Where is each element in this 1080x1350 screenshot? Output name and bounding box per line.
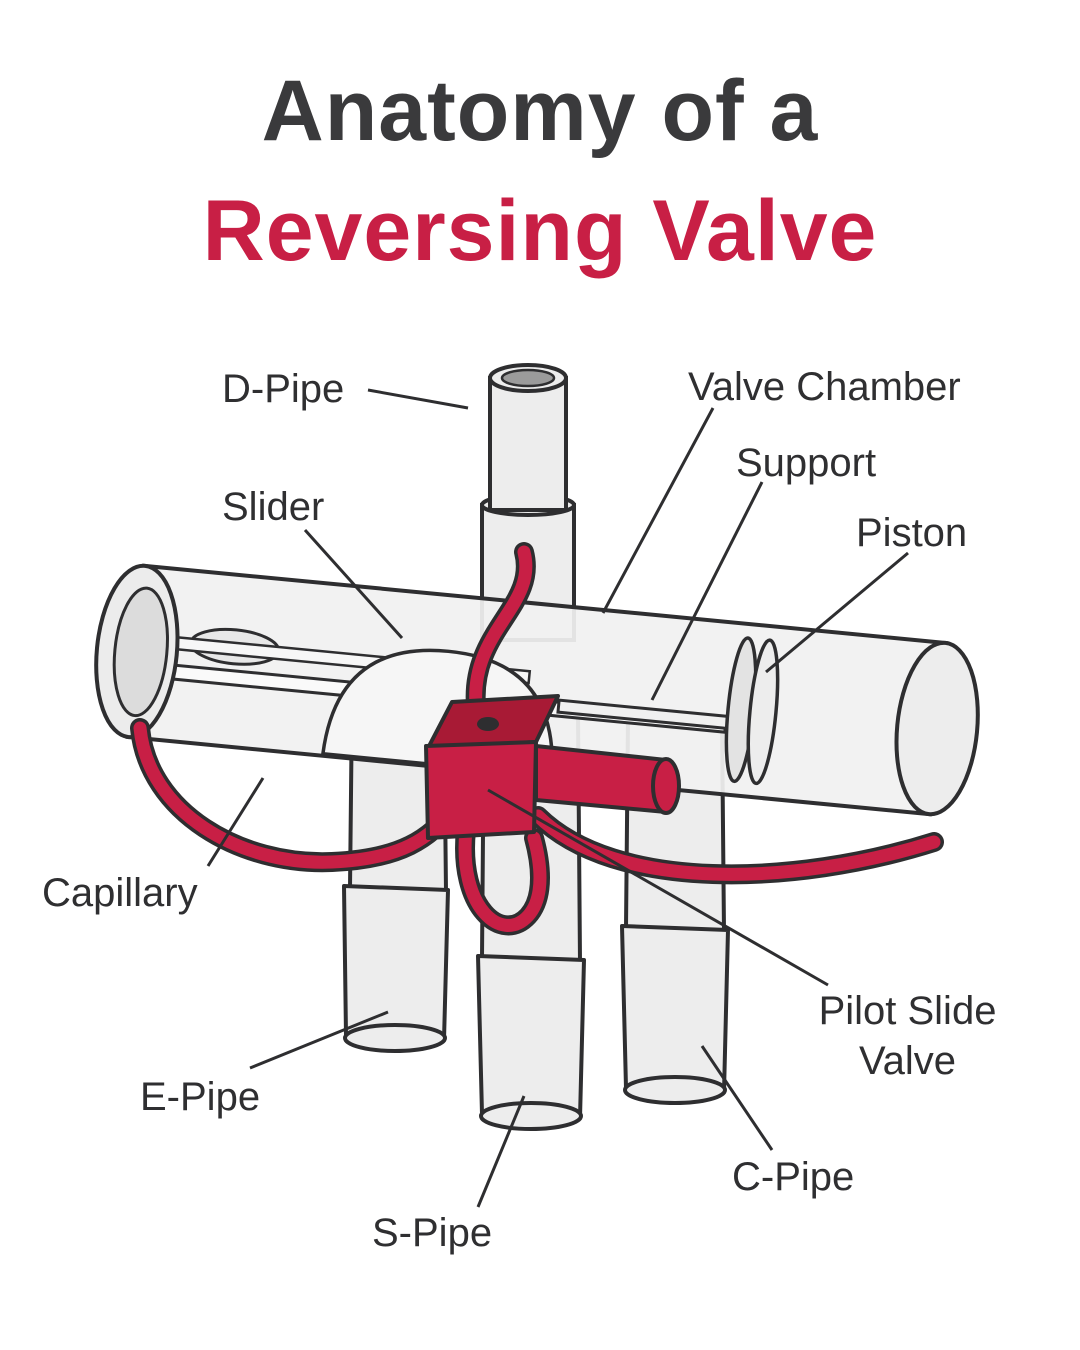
capillary-tubes <box>130 542 944 936</box>
label-capillary: Capillary <box>42 871 198 915</box>
label-pilot-slide-valve: Pilot Slide Valve <box>818 989 997 1083</box>
label-d-pipe: D-Pipe <box>222 367 345 411</box>
label-slider: Slider <box>222 485 325 529</box>
piston-shape <box>724 636 780 786</box>
page-title-line2: Reversing Valve <box>202 183 878 279</box>
label-e-pipe: E-Pipe <box>140 1075 261 1119</box>
label-piston: Piston <box>856 511 968 555</box>
page-title-line1: Anatomy of a <box>261 63 819 159</box>
label-c-pipe: C-Pipe <box>732 1155 855 1199</box>
label-valve-chamber: Valve Chamber <box>688 365 961 409</box>
leader-lines <box>206 388 909 1208</box>
label-s-pipe: S-Pipe <box>372 1211 493 1255</box>
pilot-slide-valve-shape <box>424 694 681 840</box>
label-support: Support <box>736 441 877 485</box>
